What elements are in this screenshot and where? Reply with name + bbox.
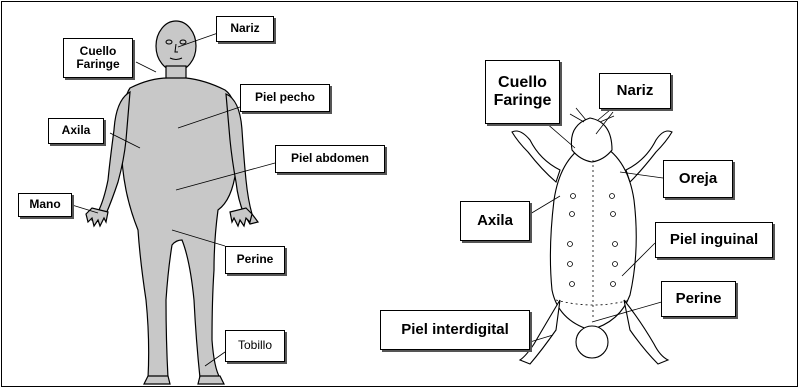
- label-nariz-human: Nariz: [216, 16, 274, 42]
- label-piel-pecho-human: Piel pecho: [240, 84, 330, 112]
- mouse-body: [512, 118, 672, 364]
- label-cuello-faringe-mouse: Cuello Faringe: [485, 60, 560, 124]
- label-oreja-mouse: Oreja: [663, 160, 733, 198]
- label-piel-abdomen-human: Piel abdomen: [275, 145, 385, 173]
- label-mano-human: Mano: [18, 193, 72, 217]
- label-piel-inguinal-mouse: Piel inguinal: [655, 222, 773, 258]
- label-perine-mouse: Perine: [661, 281, 736, 317]
- label-perine-human: Perine: [225, 246, 285, 274]
- label-tobillo-human: Tobillo: [225, 330, 285, 362]
- label-nariz-mouse: Nariz: [599, 73, 671, 109]
- label-cuello-faringe-human: Cuello Faringe: [63, 38, 133, 78]
- label-axila-human: Axila: [48, 118, 104, 144]
- label-axila-mouse: Axila: [460, 201, 530, 241]
- label-piel-interdigital-mouse: Piel interdigital: [380, 310, 530, 350]
